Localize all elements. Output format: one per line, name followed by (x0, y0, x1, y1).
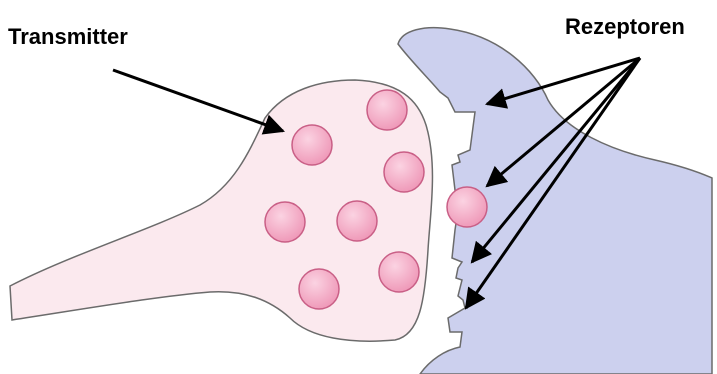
transmitter-arrow (113, 70, 283, 131)
transmitter-label: Transmitter (8, 24, 128, 50)
vesicle (384, 152, 424, 192)
vesicle (299, 269, 339, 309)
vesicle (292, 125, 332, 165)
vesicle (337, 201, 377, 241)
vesicle (265, 202, 305, 242)
vesicle (367, 90, 407, 130)
vesicle (447, 187, 487, 227)
vesicle (379, 252, 419, 292)
receptors-label: Rezeptoren (565, 14, 685, 40)
postsynaptic-neuron (398, 28, 712, 374)
